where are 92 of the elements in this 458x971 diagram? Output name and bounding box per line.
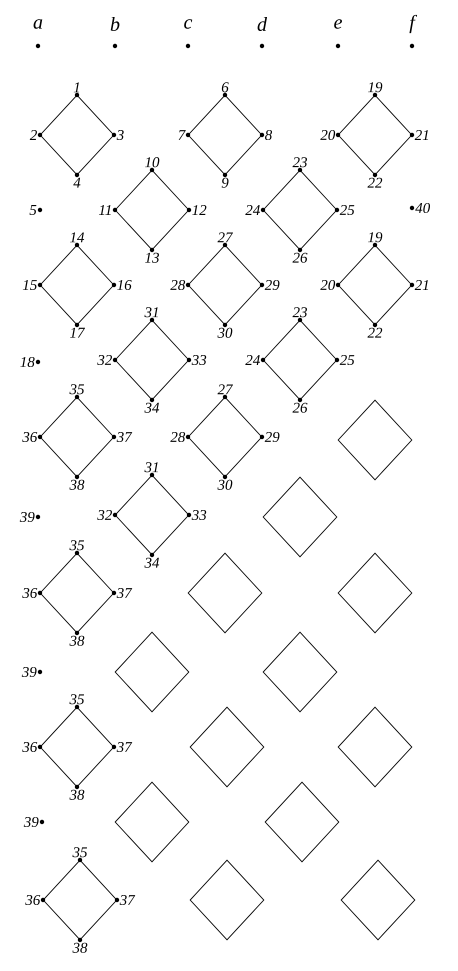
diamond-shape [114, 632, 190, 712]
point-number: 40 [415, 202, 430, 214]
vertex-number: 9 [222, 178, 229, 188]
vertex-number: 34 [144, 558, 160, 568]
vertex-number: 12 [192, 205, 206, 215]
vertex-number: 32 [97, 510, 112, 520]
vertex-number: 37 [120, 894, 136, 906]
point-number: 39 [20, 512, 35, 522]
column-letter: b [110, 16, 120, 32]
vertex-number: 4 [73, 178, 80, 188]
vertex-number: 17 [70, 328, 86, 338]
diamond-shape [262, 632, 338, 712]
vertex-number: 19 [368, 232, 382, 242]
diamond-shape [188, 552, 262, 634]
vertex-number: 26 [292, 402, 308, 413]
vertex-number: 8 [265, 130, 272, 140]
vertex-number: 20 [320, 280, 336, 290]
vertex-number: 27 [218, 232, 234, 242]
diamond-shape [338, 94, 412, 176]
vertex-number: 34 [144, 402, 160, 413]
vertex-number: 29 [264, 432, 280, 442]
vertex-number: 35 [69, 540, 84, 550]
vertex-number: 35 [72, 847, 88, 858]
vertex-number: 28 [170, 280, 186, 290]
vertex-number: 16 [117, 280, 132, 290]
column-letter: f [409, 14, 418, 34]
vertex-number: 25 [340, 204, 354, 216]
diamond-shape [262, 170, 338, 250]
vertex-number: 3 [116, 130, 124, 140]
vertex-number: 38 [69, 636, 84, 646]
vertex-number: 31 [144, 307, 158, 318]
vertex-number: 24 [245, 205, 260, 215]
diamond-shape [42, 860, 118, 940]
vertex-number: 35 [69, 384, 84, 394]
vertex-number: 26 [292, 252, 308, 263]
point-number: 5 [30, 205, 36, 215]
vertex-number: 10 [145, 157, 160, 168]
diamond-shape [40, 552, 114, 634]
diamond-shape [188, 396, 262, 478]
vertex-number: 20 [320, 130, 336, 140]
diamond-shape [114, 474, 190, 556]
vertex-number: 31 [144, 462, 158, 472]
vertex-number: 33 [192, 510, 206, 520]
vertex-number: 22 [368, 178, 382, 188]
diamond-shape [190, 860, 264, 940]
diamond-shape [338, 244, 412, 326]
vertex-number: 23 [292, 157, 307, 168]
vertex-number: 35 [69, 694, 84, 704]
diamond-shape [190, 706, 264, 788]
vertex-number: 25 [340, 354, 354, 366]
column-letter: c [184, 19, 192, 29]
vertex-number: 22 [368, 328, 382, 338]
diamond-shape [262, 476, 338, 558]
diamond-shape [114, 170, 190, 250]
vertex-number: 37 [116, 742, 132, 752]
vertex-number: 38 [69, 480, 84, 490]
diamond-shape [114, 320, 190, 400]
diamond-shape [114, 782, 190, 862]
diamond-shape [40, 244, 114, 326]
vertex-number: 28 [170, 432, 186, 442]
vertex-number: 33 [192, 354, 206, 366]
vertex-number: 13 [145, 252, 159, 263]
vertex-number: 7 [178, 130, 186, 140]
diamond-shape [338, 400, 412, 480]
diamond-shape [188, 244, 262, 326]
column-letter: e [334, 19, 342, 29]
point-number: 18 [20, 356, 35, 368]
vertex-number: 14 [70, 232, 84, 242]
vertex-number: 30 [217, 480, 232, 490]
point-number: 39 [24, 816, 39, 828]
vertex-number: 37 [116, 588, 132, 598]
column-letter: d [258, 16, 268, 32]
diamond-shape [338, 706, 412, 788]
vertex-number: 24 [245, 355, 260, 365]
vertex-number: 30 [217, 328, 232, 338]
diamond-shape [40, 706, 114, 788]
vertex-number: 32 [97, 354, 112, 366]
diamond-shape [338, 552, 412, 634]
vertex-number: 38 [69, 790, 84, 800]
diamond-shape [340, 860, 416, 940]
diamond-shape [262, 320, 338, 400]
point-number: 39 [22, 666, 37, 678]
column-letter: a [34, 19, 42, 29]
vertex-number: 23 [292, 307, 307, 318]
vertex-number: 27 [218, 384, 234, 394]
vertex-number: 11 [98, 205, 111, 215]
diamond-shape [264, 782, 340, 862]
diamond-shape [40, 396, 114, 478]
diamond-shape [188, 94, 262, 176]
diamond-shape [40, 94, 114, 176]
vertex-number: 37 [116, 432, 132, 442]
vertex-number: 29 [264, 280, 280, 290]
